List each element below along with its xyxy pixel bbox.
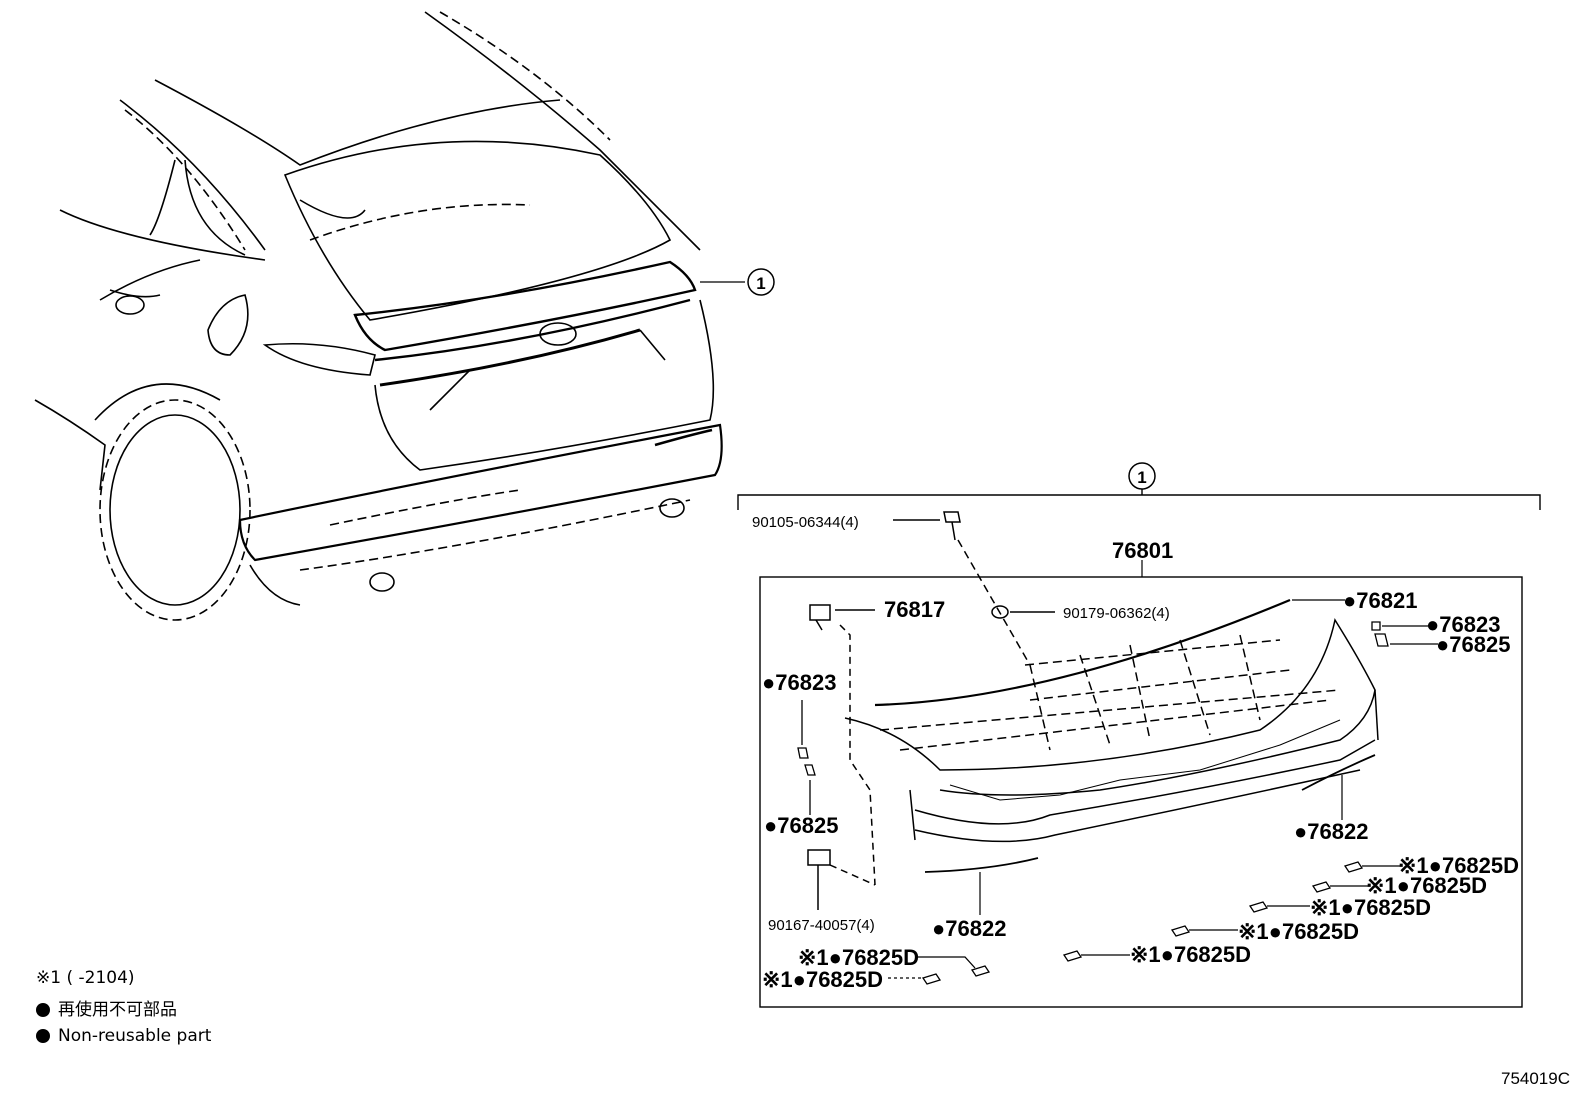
grommet-76817 [809, 604, 876, 886]
right-tape-parts [1371, 621, 1438, 647]
label-seal-76821: ●76821 [1343, 588, 1417, 613]
label-tape-4: ※1●76825D [1238, 919, 1359, 944]
label-nut-90167: 90167-40057(4) [768, 917, 875, 934]
label-assembly-76801: 76801 [1112, 538, 1173, 563]
rear-garnish-drawing [844, 598, 1379, 843]
label-left-76825: ●76825 [764, 813, 838, 838]
label-tape-3: ※1●76825D [1310, 895, 1431, 920]
label-grommet-76817: 76817 [884, 597, 945, 622]
svg-text:1: 1 [756, 274, 765, 293]
left-tape-parts [797, 700, 816, 815]
bolt-90105 [893, 511, 1031, 666]
clip-90179 [991, 605, 1055, 619]
legend-note-1: ※1 ( -2104) [36, 968, 135, 988]
label-tape-6: ※1●76825D [798, 945, 919, 970]
legend-en-text: Non-reusable part [58, 1026, 212, 1046]
nut-90167 [807, 849, 876, 910]
label-bolt-90105: 90105-06344(4) [752, 514, 859, 531]
label-tape-5: ※1●76825D [1130, 942, 1251, 967]
label-right-76823: ●76823 [1426, 612, 1500, 637]
vehicle-rear-illustration [34, 11, 745, 621]
car-callout-1: 1 [747, 268, 775, 296]
label-clip-90179: 90179-06362(4) [1063, 605, 1170, 622]
label-right-76822: ●76822 [1294, 819, 1368, 844]
group-callout-1: 1 [1128, 462, 1156, 490]
label-tape-1: ※1●76825D [1398, 853, 1519, 878]
legend-nonreusable-en: Non-reusable part [36, 1026, 211, 1046]
label-left-76822: ●76822 [932, 916, 1006, 941]
legend-jp-text: 再使用不可部品 [58, 1000, 177, 1020]
filled-dot-icon [36, 1029, 50, 1043]
tape-pieces-76825D [888, 861, 1400, 985]
label-tape-7: ※1●76825D [762, 967, 883, 992]
label-right-76825: ●76825 [1436, 632, 1510, 657]
svg-text:1: 1 [1137, 468, 1146, 487]
illustration-reference-code: 754019C [1500, 1069, 1570, 1088]
assembly-frame [759, 576, 1523, 1008]
label-left-76823: ●76823 [762, 670, 836, 695]
filled-dot-icon [36, 1003, 50, 1017]
lower-seals-76822 [924, 754, 1376, 915]
legend-nonreusable-jp: 再使用不可部品 [36, 1000, 177, 1020]
label-tape-2: ※1●76825D [1366, 873, 1487, 898]
